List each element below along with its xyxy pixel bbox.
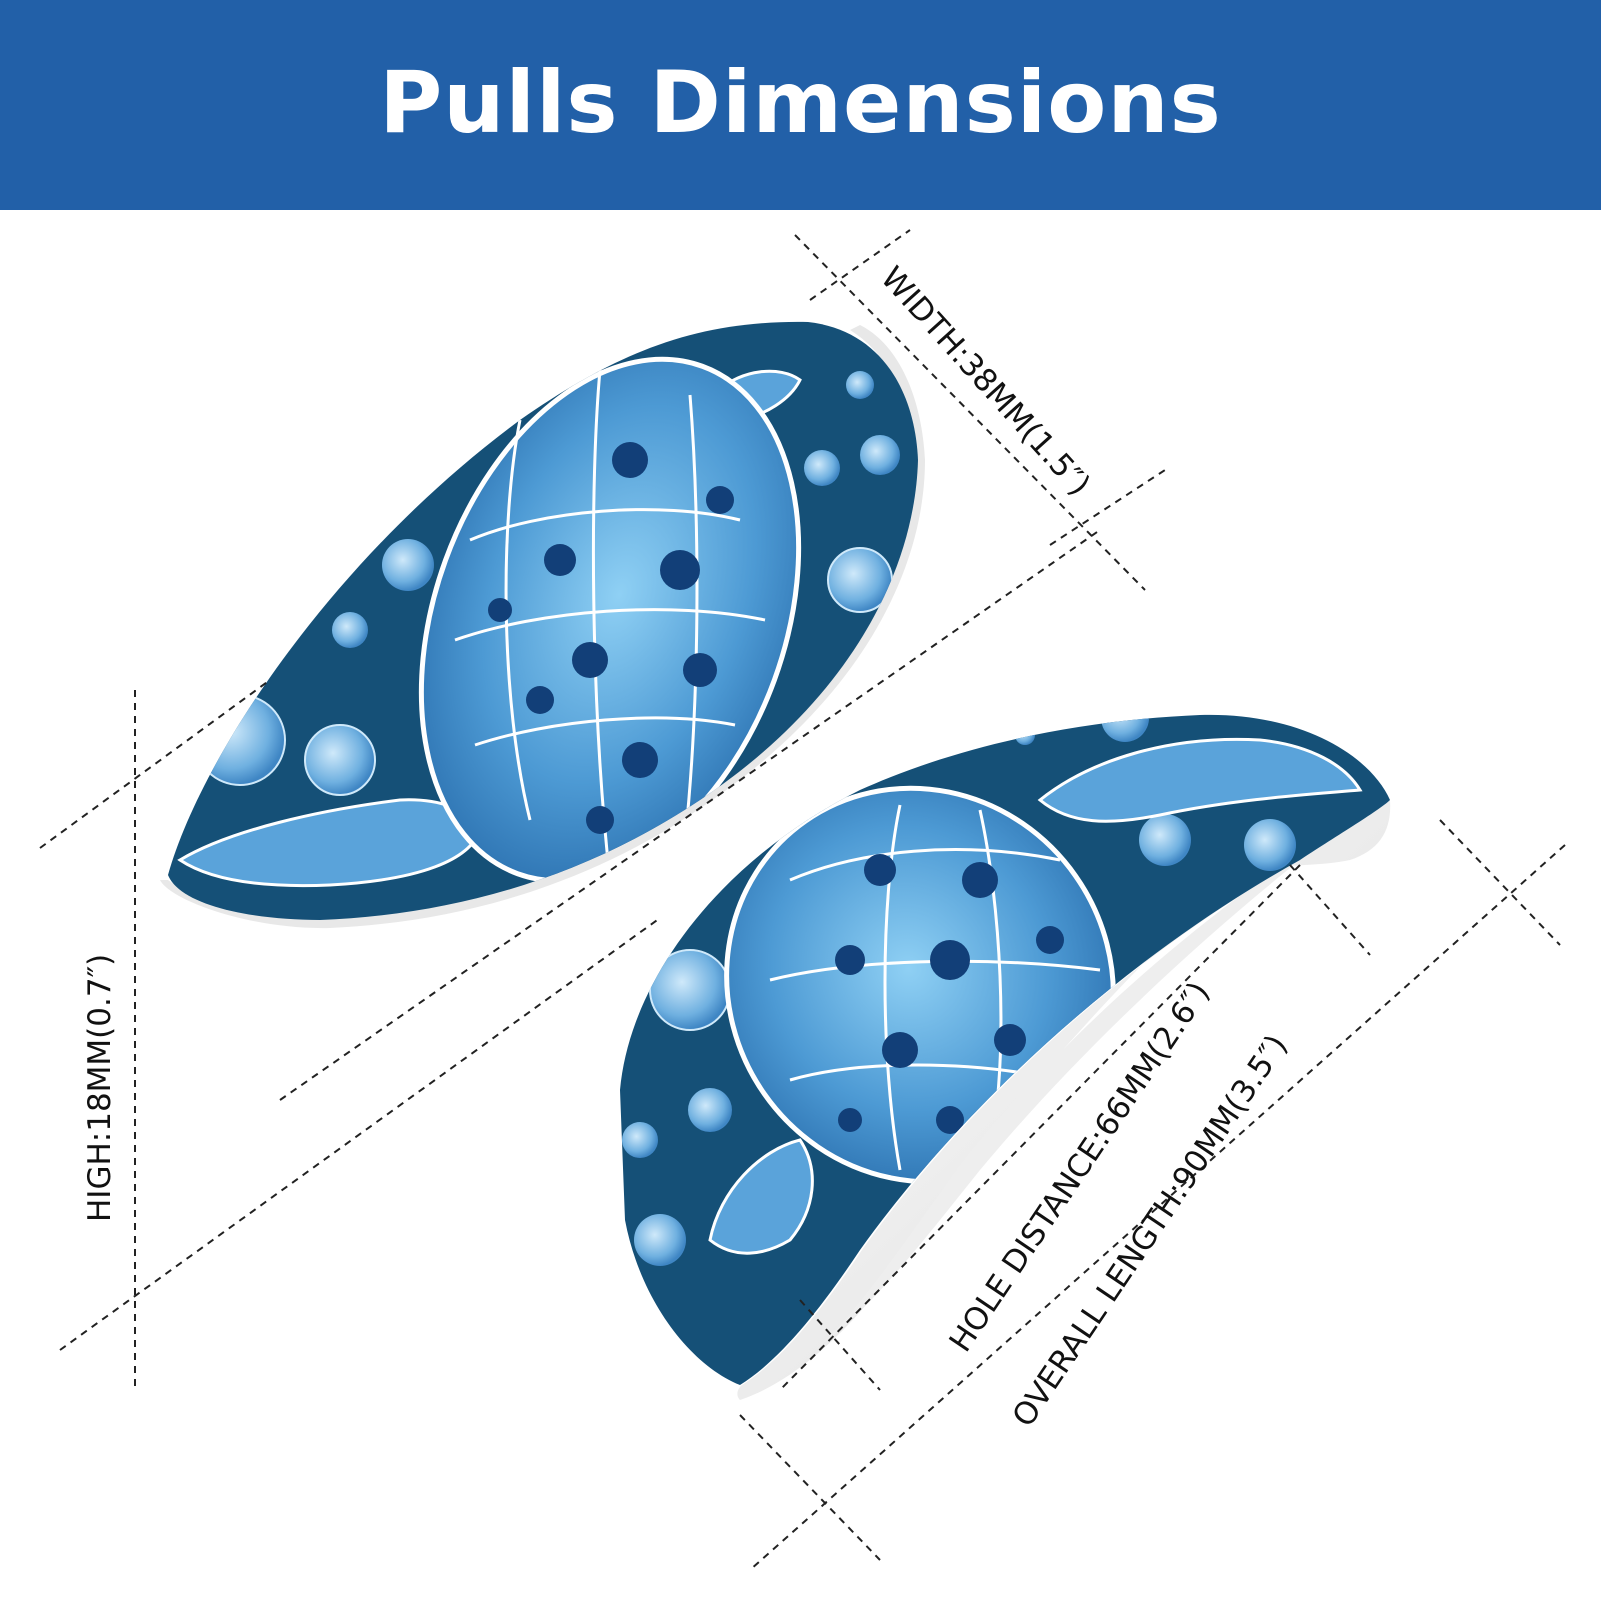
bubble [1244, 819, 1296, 871]
height-extension-top [39, 679, 271, 849]
page-title: Pulls Dimensions [379, 53, 1222, 153]
bubble [332, 612, 368, 648]
bubble [622, 1122, 658, 1158]
bubble [846, 371, 874, 399]
hole-distance-extension-right [1289, 864, 1371, 956]
bubble [382, 539, 434, 591]
overall-length-extension-left [739, 1414, 881, 1561]
width-extension-bottom [1049, 469, 1166, 546]
dimension-lines [39, 229, 1566, 1571]
overall-length-extension-right [1439, 819, 1561, 946]
bubble [688, 1088, 732, 1132]
bubble [860, 435, 900, 475]
bubble [523, 893, 567, 920]
bubble [370, 930, 490, 1050]
bubble [1015, 725, 1035, 745]
bubble [1139, 814, 1191, 866]
hole-distance-guide-line [779, 864, 1301, 1391]
height-label: HIGH:18MM(0.7″) [82, 953, 118, 1222]
bubble [194, 694, 286, 786]
bubble [304, 724, 376, 796]
bubble [804, 450, 840, 486]
width-guide-line [794, 234, 1146, 591]
bubble [649, 949, 731, 1031]
height-extension-bottom [59, 917, 661, 1351]
turtle-flipper [1037, 737, 1363, 823]
length-extension-line [279, 529, 1101, 1101]
bubble [1101, 714, 1149, 742]
header-banner: Pulls Dimensions [0, 0, 1601, 210]
right-pull [620, 714, 1391, 1400]
bubble [804, 724, 836, 756]
turtle-flipper [708, 1138, 814, 1255]
bubble [634, 1214, 686, 1266]
